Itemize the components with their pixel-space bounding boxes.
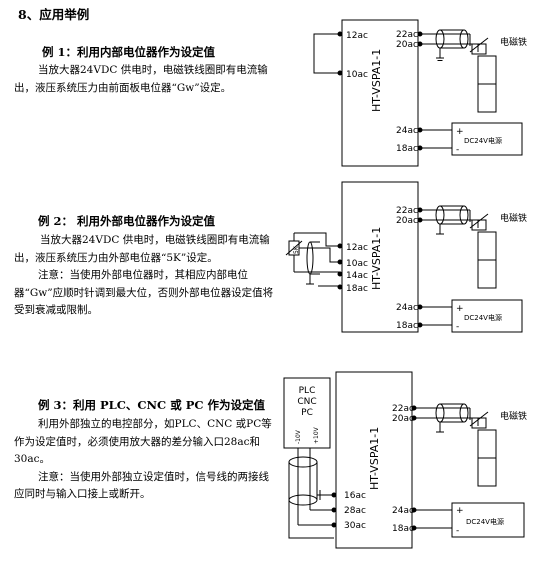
terminal-label: 12ac [346, 243, 368, 253]
minus-sign: - [456, 145, 459, 155]
controller-box [283, 377, 331, 449]
solenoid-coil [471, 219, 487, 231]
example-2-body: 当放大器24VDC 供电时，电磁铁线圈即有电流输出，液压系统压力由外部电位器“5… [14, 232, 274, 320]
solenoid-coil [471, 43, 487, 55]
controller-label: PC [301, 408, 313, 418]
terminal-label: 24ac [392, 506, 414, 516]
power-supply [451, 299, 523, 333]
terminal-label: 22ac [396, 30, 418, 40]
terminal-label: 24ac [396, 303, 418, 313]
power-label: DC24V电源 [466, 517, 504, 526]
example-1-body: 当放大器24VDC 供电时，电磁铁线圈即有电流输出，液压系统压力由前面板电位器“… [14, 62, 274, 97]
controller-label: CNC [297, 397, 316, 407]
controller-pin-label: +10V [313, 426, 320, 444]
terminal-label: 18ac [346, 284, 368, 294]
pot-label: 5K [293, 245, 300, 254]
example-1-title: 例 1：利用内部电位器作为设定值 [42, 45, 216, 59]
amplifier-box [341, 181, 419, 333]
plus-sign: + [456, 304, 464, 314]
example-3-paragraph: 利用外部独立的电控部分，如PLC、CNC 或PC等作为设定值时，必须使用放大器的… [14, 418, 272, 465]
plus-sign: + [456, 127, 464, 137]
terminal-label: 20ac [396, 40, 418, 50]
terminal-label: 18ac [396, 144, 418, 154]
terminal-label: 30ac [344, 521, 366, 531]
power-label: DC24V电源 [464, 136, 502, 145]
terminal-label: 22ac [392, 404, 414, 414]
internal-link-wire [313, 33, 342, 74]
example-3-body: 利用外部独立的电控部分，如PLC、CNC 或PC等作为设定值时，必须使用放大器的… [14, 416, 274, 504]
solenoid-label: 电磁铁 [500, 212, 527, 224]
terminal-label: 12ac [346, 31, 368, 41]
example-2-title: 例 2： 利用外部电位器作为设定值 [38, 214, 216, 228]
valve-symbol [477, 429, 497, 459]
amplifier-box [335, 371, 413, 549]
controller-pin-label: -10V [295, 429, 302, 444]
example-3-note: 注意：当使用外部独立设定值时，信号线的两接线应同时与输入口接上或断开。 [14, 470, 269, 501]
device-label: HT-VSPA1-1 [370, 227, 383, 290]
amplifier-box [341, 19, 419, 167]
terminal-label: 14ac [346, 271, 368, 281]
solenoid-coil [471, 417, 487, 429]
terminal-label: 28ac [344, 506, 366, 516]
terminal-label: 20ac [396, 216, 418, 226]
device-label: HT-VSPA1-1 [368, 427, 381, 490]
minus-sign: - [456, 322, 459, 332]
terminal-label: 20ac [392, 414, 414, 424]
example-2-paragraph: 当放大器24VDC 供电时，电磁铁线圈即有电流输出，液压系统压力由外部电位器“5… [14, 234, 270, 264]
device-label: HT-VSPA1-1 [370, 49, 383, 112]
terminal-label: 16ac [344, 491, 366, 501]
terminal-label: 10ac [346, 259, 368, 269]
power-label: DC24V电源 [464, 313, 502, 322]
plus-sign: + [456, 506, 464, 516]
power-supply [451, 122, 523, 156]
example-3-title: 例 3：利用 PLC、CNC 或 PC 作为设定值 [38, 398, 266, 412]
terminal-label: 18ac [392, 524, 414, 534]
cable-shield [288, 456, 318, 468]
solenoid-label: 电磁铁 [500, 410, 527, 422]
terminal-label: 24ac [396, 126, 418, 136]
example-1-paragraph: 当放大器24VDC 供电时，电磁铁线圈即有电流输出，液压系统压力由前面板电位器“… [14, 64, 268, 94]
section-heading: 8、应用举例 [18, 7, 90, 22]
minus-sign: - [456, 526, 459, 536]
solenoid-label: 电磁铁 [500, 36, 527, 48]
power-supply [451, 502, 525, 538]
terminal-label: 22ac [396, 206, 418, 216]
example-2-note: 注意：当使用外部电位器时，其相应内部电位器“Gw”应顺时针调到最大位，否则外部电… [14, 269, 274, 316]
terminal-label: 18ac [396, 321, 418, 331]
terminal-label: 10ac [346, 70, 368, 80]
controller-label: PLC [299, 386, 316, 396]
